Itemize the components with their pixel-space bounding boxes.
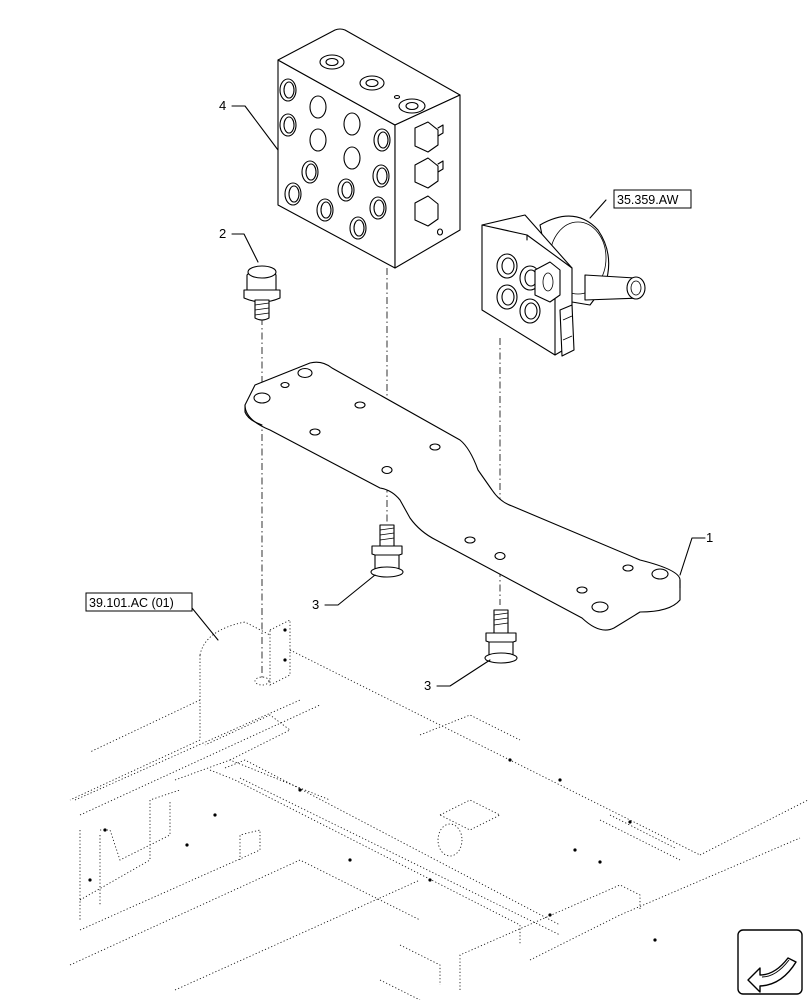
leader-lines bbox=[191, 105, 706, 687]
reference-frame[interactable]: 39.101.AC (01) bbox=[85, 592, 193, 612]
callout-2: 2 bbox=[219, 226, 226, 241]
callout-1: 1 bbox=[706, 530, 713, 545]
bolt-item-2 bbox=[243, 265, 281, 321]
bolt-item-3-lower bbox=[484, 609, 518, 664]
callout-3-lower: 3 bbox=[424, 678, 431, 693]
callout-4: 4 bbox=[219, 98, 226, 113]
valve-block bbox=[277, 28, 461, 269]
reference-joystick[interactable]: 35.359.AW bbox=[613, 189, 692, 209]
reference-joystick-label[interactable]: 35.359.AW bbox=[617, 193, 679, 207]
callout-3-upper: 3 bbox=[312, 597, 319, 612]
joystick-assembly bbox=[481, 214, 646, 357]
bolt-item-3-upper bbox=[370, 524, 404, 578]
arrow-return-icon[interactable] bbox=[737, 929, 803, 995]
reference-frame-label[interactable]: 39.101.AC (01) bbox=[89, 596, 174, 610]
mounting-plate bbox=[244, 361, 681, 631]
frame-structure bbox=[69, 619, 808, 1000]
